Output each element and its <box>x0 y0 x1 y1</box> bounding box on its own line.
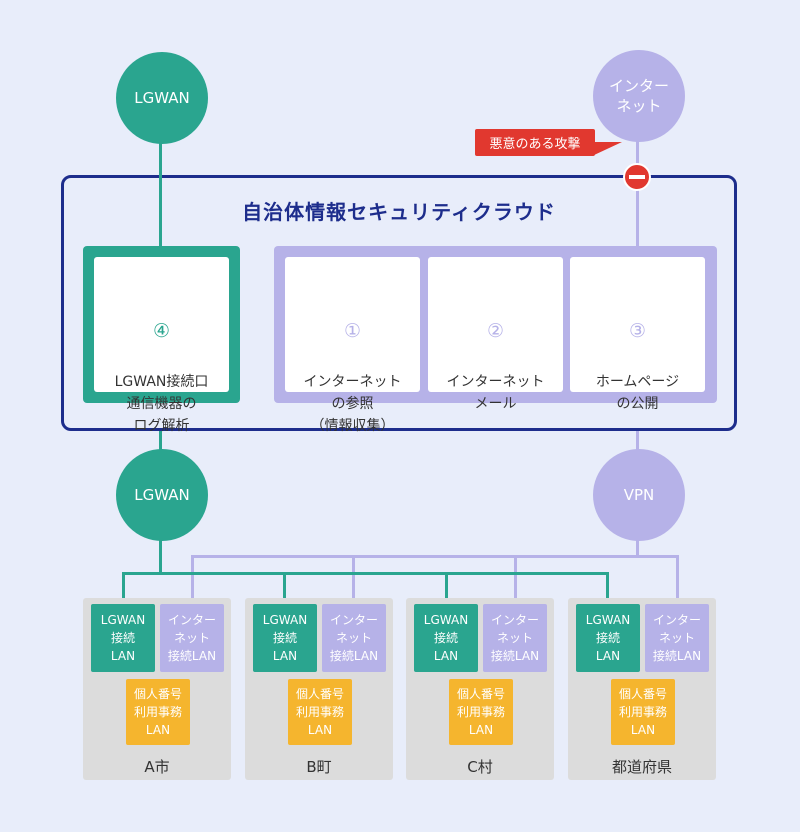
municipality-label: A市 <box>144 758 170 776</box>
lgwan-bus-drop <box>159 540 162 574</box>
vpn-node: VPN <box>593 449 685 541</box>
lgwan-lan-box: LGWAN 接続 LAN <box>253 604 317 672</box>
vpn-bus-drop <box>636 535 639 557</box>
mynumber-lan-box: 個人番号 利用事務 LAN <box>611 679 675 745</box>
municipality-label: 都道府県 <box>611 758 672 776</box>
service-number: ② <box>486 319 505 342</box>
lgwan-mid-node: LGWAN <box>116 449 208 541</box>
bus-drop <box>283 572 286 605</box>
bus-drop <box>514 555 517 605</box>
bus-drop <box>122 572 125 605</box>
internet-lan-box: インター ネット 接続LAN <box>645 604 709 672</box>
lgwan-lan-box: LGWAN 接続 LAN <box>576 604 640 672</box>
municipality-label: C村 <box>467 758 493 776</box>
mynumber-lan-box: 個人番号 利用事務 LAN <box>288 679 352 745</box>
internet-cloud-connector <box>636 190 639 247</box>
lgwan-bus <box>122 572 608 575</box>
service-text: インターネット メール <box>446 373 545 412</box>
lgwan-top-node: LGWAN <box>116 52 208 144</box>
service-homepage: ③ ホームページ の公開 <box>570 257 705 412</box>
internet-node: インター ネット <box>593 50 685 142</box>
lgwan-lan-box: LGWAN 接続 LAN <box>91 604 155 672</box>
service-number: ③ <box>628 319 647 342</box>
lgwan-lan-box: LGWAN 接続 LAN <box>414 604 478 672</box>
service-number: ① <box>343 319 362 342</box>
service-number: ④ <box>152 319 171 342</box>
lgwan-cloud-connector <box>159 175 162 247</box>
internet-lan-box: インター ネット 接続LAN <box>322 604 386 672</box>
service-text: インターネット の参照 （情報収集） <box>303 373 402 435</box>
bus-drop <box>352 555 355 605</box>
bus-drop <box>445 572 448 605</box>
mynumber-lan-box: 個人番号 利用事務 LAN <box>126 679 190 745</box>
service-text: ホームページ の公開 <box>595 373 680 412</box>
security-cloud-title: 自治体情報セキュリティクラウド <box>242 200 556 224</box>
no-entry-icon-bar <box>629 175 645 179</box>
bus-drop <box>606 572 609 605</box>
attack-label-pointer <box>592 142 622 156</box>
service-log-analysis: ④ LGWAN接続口 通信機器の ログ解析 <box>94 257 229 434</box>
attack-label: 悪意のある攻撃 <box>475 129 595 156</box>
municipality-label: B町 <box>306 758 332 776</box>
service-internet-mail: ② インターネット メール <box>428 257 563 412</box>
no-entry-icon <box>623 163 651 191</box>
bus-drop <box>191 555 194 605</box>
internet-lan-box: インター ネット 接続LAN <box>160 604 224 672</box>
internet-bus <box>191 555 679 558</box>
bus-drop <box>676 555 679 605</box>
internet-lan-box: インター ネット 接続LAN <box>483 604 547 672</box>
mynumber-lan-box: 個人番号 利用事務 LAN <box>449 679 513 745</box>
service-text: LGWAN接続口 通信機器の ログ解析 <box>114 373 209 435</box>
service-internet-browse: ① インターネット の参照 （情報収集） <box>285 257 420 434</box>
